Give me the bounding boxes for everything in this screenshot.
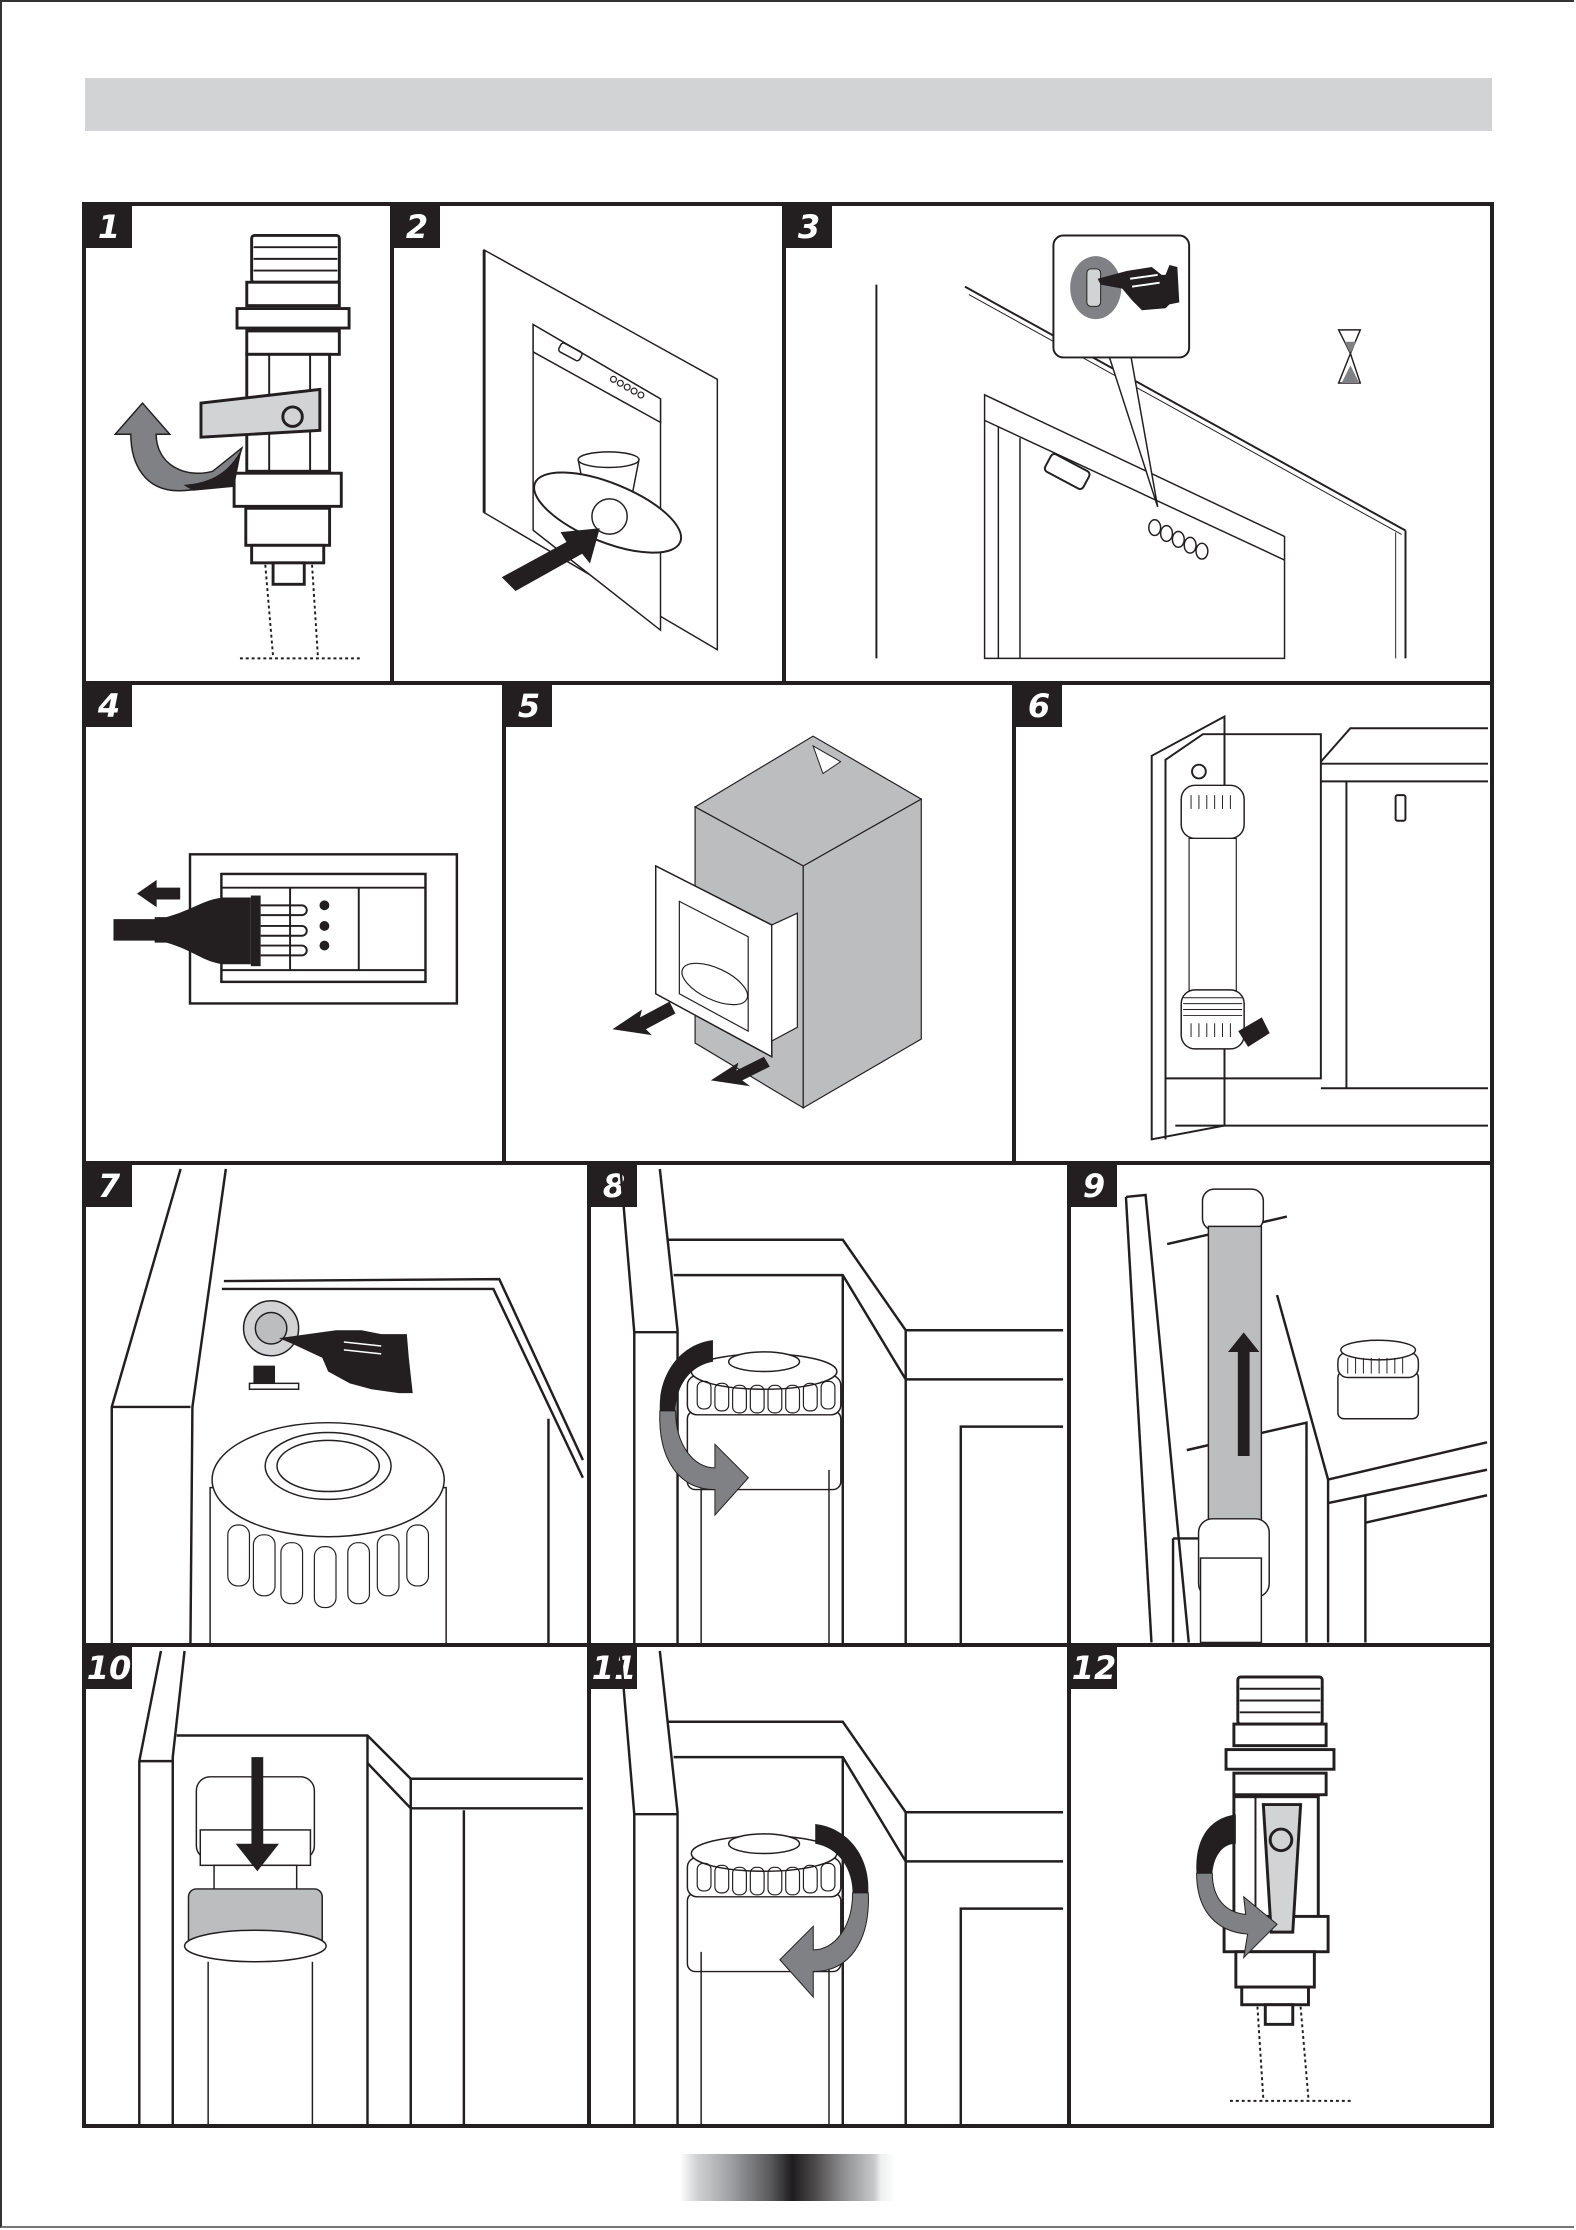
step-panel-11: 11 bbox=[587, 1643, 1071, 2128]
step-panel-8: 8 bbox=[587, 1161, 1071, 1647]
removed-cap bbox=[1338, 1340, 1418, 1419]
step-panel-2: 2 bbox=[390, 202, 786, 685]
step-panel-5: 5 bbox=[502, 681, 1016, 1165]
socket-illustration bbox=[86, 685, 502, 1161]
insert-filter-illustration bbox=[86, 1647, 587, 2124]
arrow-left-icon bbox=[137, 880, 180, 907]
step-panel-1: 1 bbox=[82, 202, 394, 685]
valve-illustration bbox=[86, 206, 390, 681]
dispenser-illustration bbox=[394, 206, 782, 681]
arrow-down-left-icon bbox=[612, 1002, 675, 1035]
unscrew-cap-illustration bbox=[591, 1165, 1067, 1643]
step-panel-6: 6 bbox=[1012, 681, 1494, 1165]
control-panel-illustration bbox=[786, 206, 1490, 681]
step-panel-4: 4 bbox=[82, 681, 506, 1165]
screw-cap-illustration bbox=[591, 1647, 1067, 2124]
valve-lever bbox=[1263, 1805, 1300, 1933]
header-bar bbox=[85, 78, 1492, 131]
cabinet-illustration bbox=[506, 685, 1012, 1161]
release-button-illustration bbox=[86, 1165, 587, 1643]
step-panel-9: 9 bbox=[1067, 1161, 1494, 1647]
power-plug bbox=[113, 897, 250, 964]
step-panel-12: 12 bbox=[1067, 1643, 1494, 2128]
filter-cartridge bbox=[1181, 785, 1244, 1049]
page-number-bar bbox=[680, 2154, 896, 2201]
step-panel-3: 3 bbox=[782, 202, 1494, 685]
remove-filter-illustration bbox=[1071, 1165, 1490, 1643]
steps-grid: 1 bbox=[82, 202, 1494, 2128]
filter-compartment-illustration bbox=[1016, 685, 1490, 1161]
step-panel-7: 7 bbox=[82, 1161, 591, 1647]
old-filter-cartridge bbox=[1199, 1189, 1270, 1642]
step-panel-10: 10 bbox=[82, 1643, 591, 2128]
valve-open-illustration bbox=[1071, 1647, 1490, 2124]
hourglass-icon bbox=[1339, 330, 1361, 383]
